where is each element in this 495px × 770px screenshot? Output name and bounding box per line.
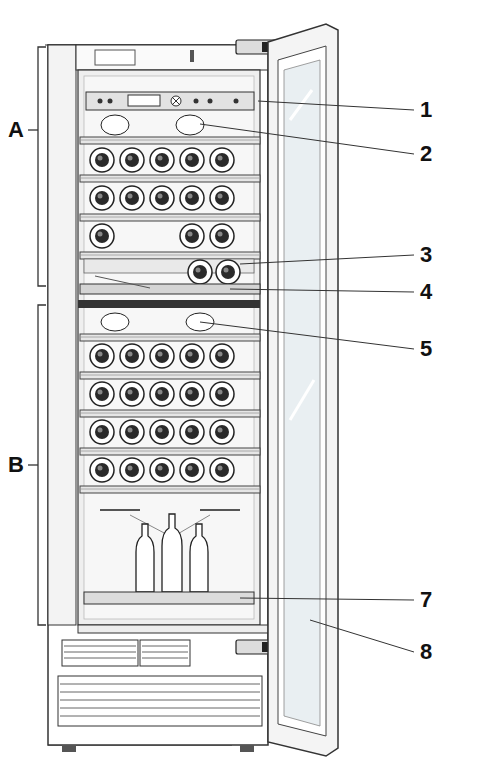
callout-number: 2 — [420, 142, 432, 166]
callout-number: 5 — [420, 337, 432, 361]
callout-number: 1 — [420, 98, 432, 122]
section-letter: B — [8, 453, 24, 477]
callout-number: 4 — [420, 280, 432, 304]
callout-number: 8 — [420, 640, 432, 664]
callout-number: 7 — [420, 588, 432, 612]
callout-number: 3 — [420, 243, 432, 267]
section-letter: A — [8, 118, 24, 142]
